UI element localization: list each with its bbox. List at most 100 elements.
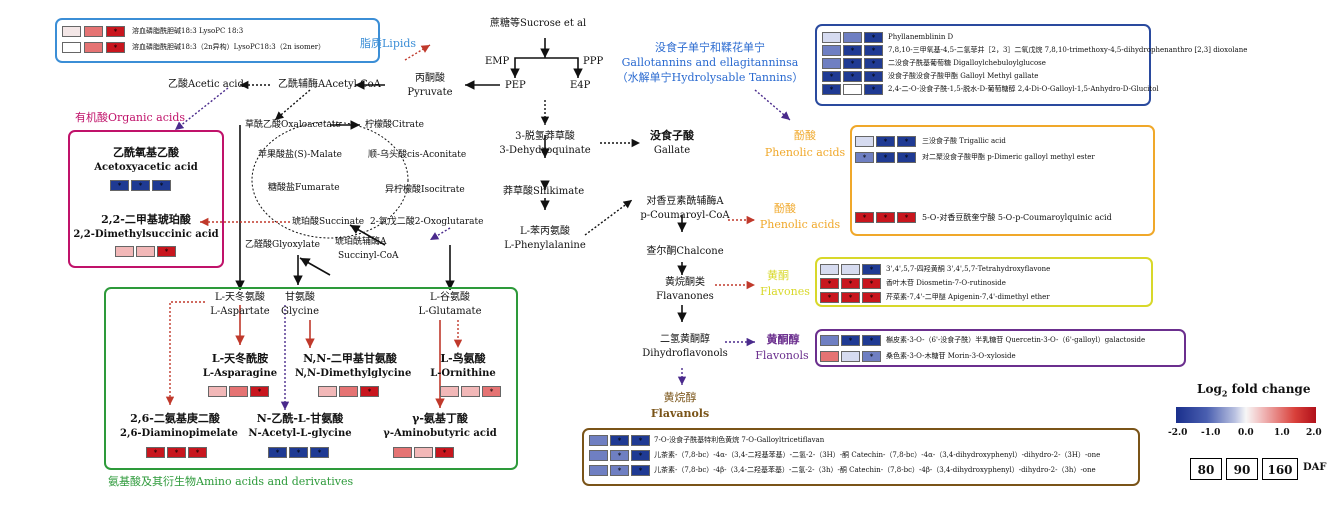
diaminopimelate-cn: 2,6-二氨基庚二酸 [130, 412, 220, 425]
gallotannins-box [815, 24, 1151, 106]
heat-cell: * [862, 351, 881, 362]
lipids-box [55, 18, 380, 63]
flavonols-box [815, 329, 1186, 367]
heat-cell: * [855, 212, 874, 223]
malate: 苹果酸盐(S)-Malate [258, 150, 342, 160]
heat-cell: * [862, 292, 881, 303]
heat-cell: * [864, 45, 883, 56]
dehydroquinate-en: 3-Dehydroquinate [499, 145, 591, 156]
heat-cell: * [310, 447, 329, 458]
heat-cell: * [289, 447, 308, 458]
chalcone: 查尔酮Chalcone [646, 246, 724, 257]
tannin-row-label: Phyllanemblinin D [888, 33, 954, 41]
tannin-row-label: 2,4-二-O-没食子酰-1,5-脱水-D-葡萄糖醇 2,4-Di-O-Gall… [888, 85, 1159, 93]
tannin-row-label: 7,8,10-三甲氧基-4,5-二氢菲并［2，3］二氧戊烷 7,8,10-tri… [888, 46, 1248, 54]
heat-cell: * [110, 180, 129, 191]
dihydroflavonols-en: Dihydroflavonols [642, 348, 728, 359]
acetylglycine-en: N-Acetyl-L-glycine [248, 428, 352, 439]
ornithine-en: L-Ornithine [430, 368, 496, 379]
heat-cell [841, 264, 860, 275]
heat-cell: * [841, 335, 860, 346]
heat-cell: * [822, 84, 841, 95]
acetic-acid: 乙酸Acetic acid [168, 79, 244, 90]
amino-acids-box [104, 287, 518, 470]
daf-label: DAF [1303, 462, 1327, 473]
heat-cell: * [897, 136, 916, 147]
heat-cell: * [482, 386, 501, 397]
heat-cell: * [820, 292, 839, 303]
heat-cell: * [862, 264, 881, 275]
heat-cell: * [106, 26, 125, 37]
cis-aconitate: 顺-乌头酸cis-Aconitate [368, 150, 467, 160]
flavones-title-en: Flavones [760, 285, 810, 298]
heat-cell: * [250, 386, 269, 397]
heat-cell [62, 26, 81, 37]
heat-cell: * [360, 386, 379, 397]
coumaroyl-en: p-Coumaroyl-CoA [640, 210, 730, 221]
heat-cell: * [146, 447, 165, 458]
succinyl-coa-en: Succinyl-CoA [338, 251, 399, 261]
gallotannins-title-en: Gallotannins and ellagitanninsa [621, 56, 799, 69]
flavones-box [815, 257, 1153, 307]
heat-cell: * [876, 212, 895, 223]
flavonols-title-en: Flavonols [755, 349, 809, 362]
oxaloacetate: 草酰乙酸Oxaloacetate [245, 120, 341, 130]
succinyl-coa-cn: 琥珀酰辅酶A [335, 237, 387, 247]
acetoxyacetic-en: Acetoxyacetic acid [94, 162, 198, 173]
lipid-row-label: 溶血磷脂酰胆碱18:3（2n异构）LysoPC18:3（2n isomer） [132, 43, 326, 51]
lipids-title: 脂质Lipids [360, 37, 417, 50]
heat-cell: * [631, 435, 650, 446]
heat-cell: * [610, 450, 629, 461]
flavone-row-label: 3',4',5,7-四羟黄酮 3',4',5,7-Tetrahydroxyfla… [886, 265, 1051, 273]
flavonol-row-label: 桑色素-3-O-木糖苷 Morin-3-O-xyloside [886, 352, 1016, 360]
heat-cell: * [862, 335, 881, 346]
glycine-cn: 甘氨酸 [285, 292, 315, 303]
emp-label: EMP [485, 56, 510, 67]
acetoxyacetic-cn: 乙酰氧基乙酸 [113, 146, 179, 159]
shikimate: 莽草酸Shikimate [503, 186, 585, 197]
heat-cell [820, 335, 839, 346]
heat-cell: * [157, 246, 176, 257]
heat-cell: * [862, 278, 881, 289]
heat-cell [589, 465, 608, 476]
heat-cell [414, 447, 433, 458]
heat-cell: * [843, 45, 862, 56]
phenolic-acids-title-cn: 酚酸 [794, 129, 816, 142]
heat-cell: * [152, 180, 171, 191]
heat-cell: * [876, 152, 895, 163]
flavanones-en: Flavanones [656, 291, 714, 302]
heat-cell [62, 42, 81, 53]
phenolic-row-label: 5-O-对香豆酰奎宁酸 5-O-p-Coumaroylquinic acid [922, 213, 1112, 222]
tannin-row-label: 二没食子酰基葡萄糖 Digalloylchebuloylglucose [888, 59, 1046, 67]
heat-cell [115, 246, 134, 257]
heat-cell: * [820, 278, 839, 289]
phe-cn: L-苯丙氨酸 [519, 226, 571, 237]
asparagine-en: L-Asparagine [202, 368, 278, 379]
sucrose: 蔗糖等Sucrose et al [490, 18, 587, 29]
heat-cell [820, 351, 839, 362]
lipid-row-label: 溶血磷脂酰胆碱18:3 LysoPC 18:3 [132, 27, 244, 35]
heat-cell: * [188, 447, 207, 458]
dehydroquinate-cn: 3-脱氢莽草酸 [515, 131, 575, 142]
heat-cell: * [843, 71, 862, 82]
aspartate-en: L-Aspartate [210, 306, 270, 317]
legend-tick: 2.0 [1306, 428, 1322, 438]
legend-color-bar [1176, 407, 1316, 423]
heat-cell: * [106, 42, 125, 53]
flavanols-title-en: Flavanols [650, 407, 710, 420]
legend-tick: 1.0 [1274, 428, 1290, 438]
heat-cell: * [841, 292, 860, 303]
succinate: 琥珀酸Succinate [292, 217, 365, 227]
phenolic-acids-box [850, 125, 1155, 236]
legend-tick: 0.0 [1238, 428, 1254, 438]
heat-cell [208, 386, 227, 397]
oxoglutarate: 2-氧戊二酸2-Oxoglutarate [370, 217, 484, 227]
asparagine-cn: L-天冬酰胺 [211, 352, 269, 365]
heat-cell: * [631, 450, 650, 461]
heat-cell [822, 58, 841, 69]
pyruvate-cn: 丙酮酸 [415, 73, 445, 84]
legend-tick: -2.0 [1168, 428, 1188, 438]
heat-cell [589, 435, 608, 446]
daf-90: 90 [1226, 458, 1258, 480]
